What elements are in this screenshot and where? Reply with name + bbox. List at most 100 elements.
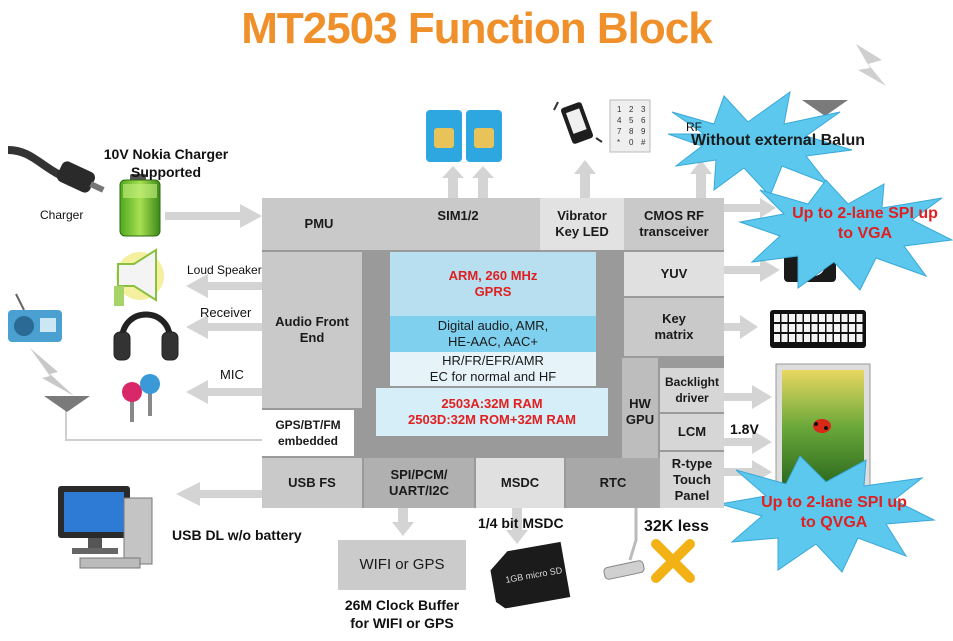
computer-icon (58, 486, 153, 569)
lcm-block: LCM (660, 414, 724, 450)
sd-card-icon (490, 541, 571, 609)
spi-qvga-callout: Up to 2-lane SPI up to QVGA (761, 494, 907, 531)
keyboard-key (834, 324, 840, 332)
usb-dl-label: USB DL w/o battery (172, 527, 302, 543)
keyboard-key (781, 324, 788, 332)
keyboard-key (811, 334, 818, 342)
page-title: MT2503 Function Block (241, 4, 712, 53)
keypad-key: 6 (641, 116, 646, 125)
spi-vga-callout: Up to 2-lane SPI up to VGA (792, 205, 938, 242)
balun-callout: Without external Balun (690, 132, 866, 149)
keypad-key: 8 (629, 127, 634, 136)
keyboard-key (834, 334, 840, 342)
keyboard-key (849, 334, 855, 342)
keyboard-key (811, 324, 818, 332)
keyboard-key (856, 314, 863, 322)
crystal-icon (603, 560, 645, 580)
keyboard-key (856, 324, 863, 332)
keyboard-key (774, 324, 780, 332)
keyboard-key (811, 314, 818, 322)
spi-pcm-block: SPI/PCM/ UART/I2C (364, 458, 474, 508)
arm-block: ARM, 260 MHz GPRS (448, 268, 538, 299)
keyboard-key (841, 324, 848, 332)
charger-title-label: 10V Nokia Charger Supported (103, 146, 229, 180)
keypad-key: # (641, 138, 646, 147)
keypad-key: 9 (641, 127, 646, 136)
arrows (165, 160, 780, 544)
callout-star-qvga (719, 455, 936, 573)
keypad-key: 3 (641, 105, 646, 114)
pmu-block: PMU (262, 198, 376, 250)
rtc-block: RTC (566, 458, 660, 508)
receiver-label: Receiver (200, 305, 252, 320)
keyboard-key (804, 334, 810, 342)
cable-icon (7, 146, 105, 193)
keyboard-key (804, 314, 810, 322)
hw-gpu-block: HW GPU (622, 358, 658, 466)
keyboard-key (834, 314, 840, 322)
cmos-rf-block: CMOS RF transceiver (624, 198, 724, 250)
backlight-block: Backlight driver (660, 368, 724, 412)
sim-block: SIM1/2 (376, 198, 540, 250)
callout-star-vga (738, 179, 953, 291)
keypad-key: 7 (617, 127, 622, 136)
keypad-icon (609, 99, 651, 153)
microphone-icon (122, 374, 160, 422)
keyboard-key (796, 334, 803, 342)
touch-block: R-type Touch Panel (660, 452, 724, 508)
keyboard-key (841, 314, 848, 322)
sim-card-icon (426, 110, 502, 162)
keyboard-key (849, 314, 855, 322)
keyboard-key (819, 334, 825, 342)
keyboard-key (826, 314, 833, 322)
keyboard-key (819, 314, 825, 322)
charger-label: Charger (40, 208, 84, 222)
rf-small-label: RF (686, 120, 702, 134)
lightning-icon (30, 348, 74, 396)
battery-icon (119, 174, 161, 237)
keyboard-key (774, 314, 780, 322)
speaker-icon (114, 248, 164, 306)
keypad-key: 2 (629, 105, 634, 114)
mic-label: MIC (220, 367, 244, 382)
keyboard-key (841, 334, 848, 342)
keyboard-key (796, 324, 803, 332)
keyboard-key (789, 334, 795, 342)
keypad-key: 1 (617, 105, 622, 114)
vibrator-block: Vibrator Key LED (540, 198, 624, 250)
key-matrix-block: Key matrix (624, 298, 724, 356)
keyboard-key (781, 314, 788, 322)
ram-block: 2503A:32M RAM 2503D:32M ROM+32M RAM (408, 396, 576, 427)
keyboard-key (826, 334, 833, 342)
keyboard-key (856, 334, 863, 342)
keyboard-key (789, 324, 795, 332)
keyboard-key (774, 334, 780, 342)
headphones-icon (113, 311, 179, 361)
msdc-bit-label: 1/4 bit MSDC (478, 515, 564, 531)
32k-less-label: 32K less (644, 518, 709, 535)
keypad-key: 4 (617, 116, 622, 125)
keyboard-key (796, 314, 803, 322)
yuv-block: YUV (624, 252, 724, 296)
digital-audio-block: Digital audio, AMR, HE-AAC, AAC+ (437, 318, 549, 349)
clock-buffer-label: 26M Clock Buffer for WIFI or GPS (344, 597, 460, 631)
keypad-key: 0 (629, 138, 634, 147)
msdc-block: MSDC (476, 458, 564, 508)
usb-fs-block: USB FS (262, 458, 362, 508)
audio-front-end-block: Audio Front End (262, 252, 362, 408)
lightning-icon (856, 44, 886, 86)
v18-label: 1.8V (730, 421, 759, 437)
keyboard-key (819, 324, 825, 332)
radio-icon (8, 293, 62, 342)
keypad-key: * (617, 138, 620, 147)
keyboard-key (826, 324, 833, 332)
phone-vibrate-icon (553, 101, 603, 144)
cross-icon (651, 539, 695, 583)
keyboard-key (781, 334, 788, 342)
gps-bt-fm-block: GPS/BT/FM embedded (262, 410, 354, 456)
keypad-key: 5 (629, 116, 634, 125)
antenna-icon (44, 396, 90, 412)
wifi-gps-block: WIFI or GPS (338, 540, 466, 590)
loud-speaker-label: Loud Speaker (187, 263, 262, 277)
hr-fr-block: HR/FR/EFR/AMR EC for normal and HF (429, 353, 557, 384)
